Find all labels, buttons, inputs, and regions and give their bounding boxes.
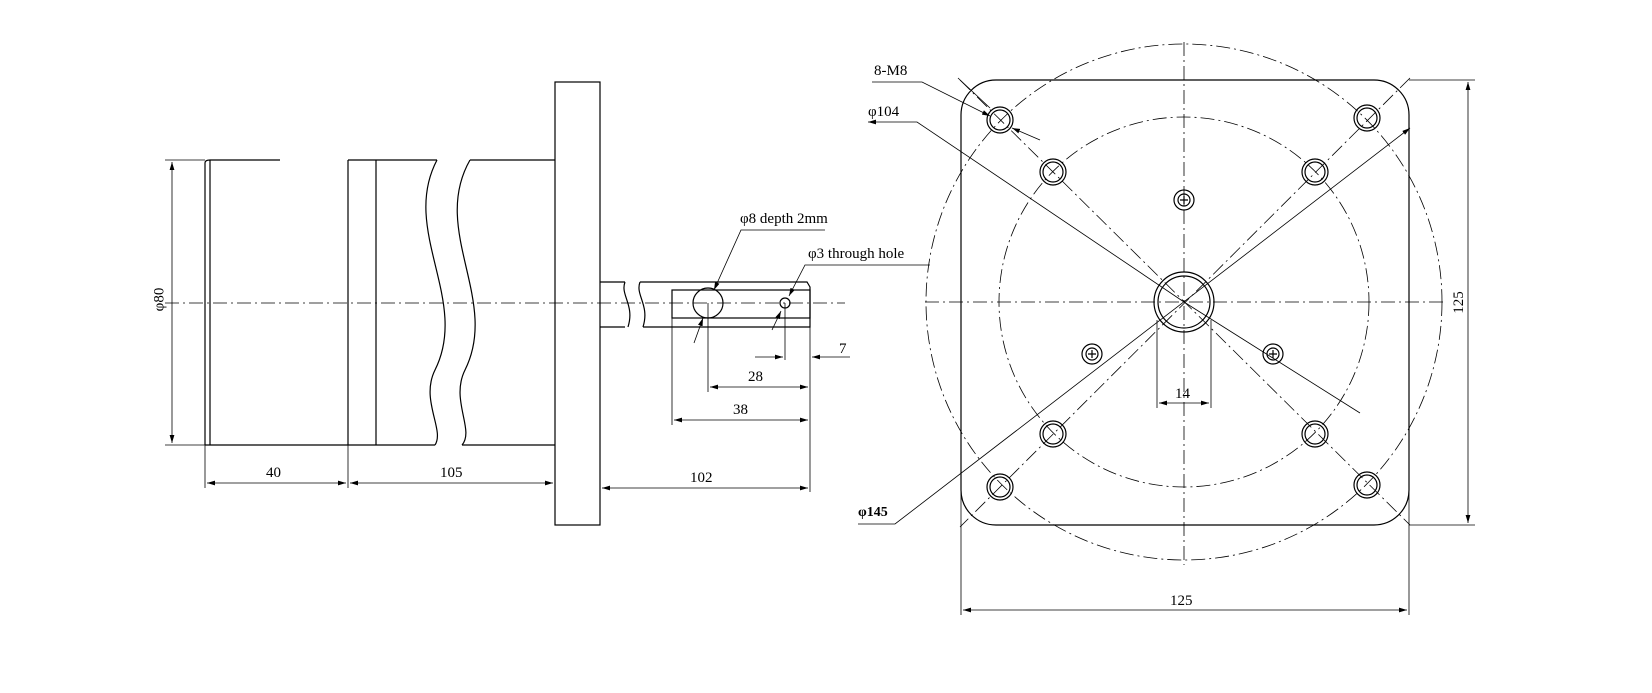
label-width: 125 — [1170, 593, 1193, 609]
label-dia-body: φ80 — [151, 287, 168, 312]
label-shaft-flat: 14 — [1175, 386, 1190, 402]
label-dim-28: 28 — [748, 369, 763, 385]
front-view — [858, 42, 1475, 615]
label-height: 125 — [1450, 291, 1467, 314]
label-len-105: 105 — [440, 465, 463, 481]
label-len-102: 102 — [690, 470, 713, 486]
label-len-40: 40 — [266, 465, 281, 481]
label-dim-38: 38 — [733, 402, 748, 418]
label-hole1: φ8 depth 2mm — [740, 211, 828, 227]
label-pcd-inner: φ104 — [868, 104, 900, 120]
label-bolts: 8-M8 — [874, 63, 908, 79]
label-hole2: φ3 through hole — [808, 246, 905, 262]
side-view — [165, 81, 930, 526]
label-pcd-outer: φ145 — [858, 505, 888, 520]
label-dim-7: 7 — [839, 341, 847, 357]
